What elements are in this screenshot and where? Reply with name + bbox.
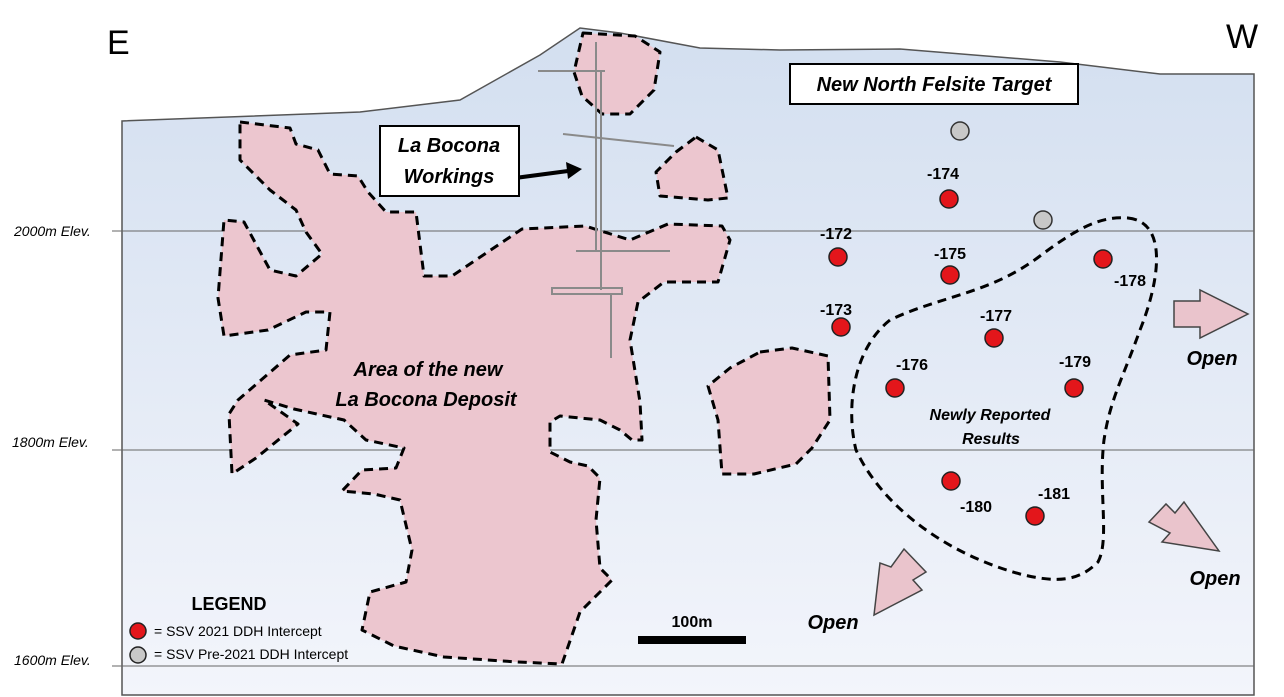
newly-reported-outline [850,216,1158,581]
open-arrow-down-left [873,547,928,617]
compass-east: E [107,24,130,62]
eastern-zone-pod [706,346,832,476]
pre-2021-hole [950,121,970,141]
pre-2021-hole [1033,210,1053,230]
svg-text:-178: -178 [1114,273,1146,290]
svg-text:-172: -172 [820,226,852,243]
scale-bar: 100m [638,614,746,644]
svg-text:-177: -177 [980,308,1012,325]
drill-hole-175: -175 [934,246,966,285]
elevation-label-1600: 1600m Elev. [14,652,91,668]
legend-grey-swatch [129,646,147,664]
svg-text:-174: -174 [927,166,959,183]
middle-zone-pod [654,135,730,202]
svg-text:-173: -173 [820,302,852,319]
drill-hole-180: -180 [941,471,992,516]
svg-text:-176: -176 [896,357,928,374]
legend: LEGEND = SSV 2021 DDH Intercept = SSV Pr… [129,594,348,664]
elevation-label-2000: 2000m Elev. [13,223,91,239]
felsite-target-label: New North Felsite Target [817,74,1053,96]
drill-hole-178: -178 [1093,249,1146,290]
workings-label-line1: La Bocona [398,135,500,157]
drill-hole-176: -176 [885,357,928,398]
legend-red-swatch [129,622,147,640]
legend-item-2021: = SSV 2021 DDH Intercept [154,623,322,639]
open-label-down-right: Open [1189,568,1240,590]
elevation-label-1800: 1800m Elev. [12,434,89,450]
scale-bar-label: 100m [672,614,713,631]
drill-hole-179: -179 [1059,354,1091,398]
open-arrow-right [1173,288,1250,340]
open-label-right: Open [1186,348,1237,370]
newly-reported-line1: Newly Reported [930,407,1052,424]
deposit-label-line2: La Bocona Deposit [335,389,517,411]
legend-item-pre-2021: = SSV Pre-2021 DDH Intercept [154,646,348,662]
open-arrow-down-right [1147,500,1221,553]
workings-arrowhead [566,162,582,179]
deposit-label-line1: Area of the new [353,359,504,381]
drill-hole-177: -177 [980,308,1012,348]
drill-hole-174: -174 [927,166,959,209]
underground-workings [538,42,675,358]
legend-title: LEGEND [191,594,266,614]
svg-text:-179: -179 [1059,354,1091,371]
workings-label-line2: Workings [404,166,495,188]
felsite-target-callout: New North Felsite Target [789,63,1079,105]
svg-text:-180: -180 [960,499,992,516]
svg-text:-181: -181 [1038,486,1070,503]
workings-callout: La Bocona Workings [379,125,520,197]
drill-hole-172: -172 [820,226,852,267]
compass-west: W [1226,18,1258,56]
drill-hole-173: -173 [820,302,852,337]
drill-hole-181: -181 [1025,486,1070,526]
svg-text:-175: -175 [934,246,966,263]
newly-reported-line2: Results [962,431,1020,448]
open-label-down-left: Open [807,612,858,634]
